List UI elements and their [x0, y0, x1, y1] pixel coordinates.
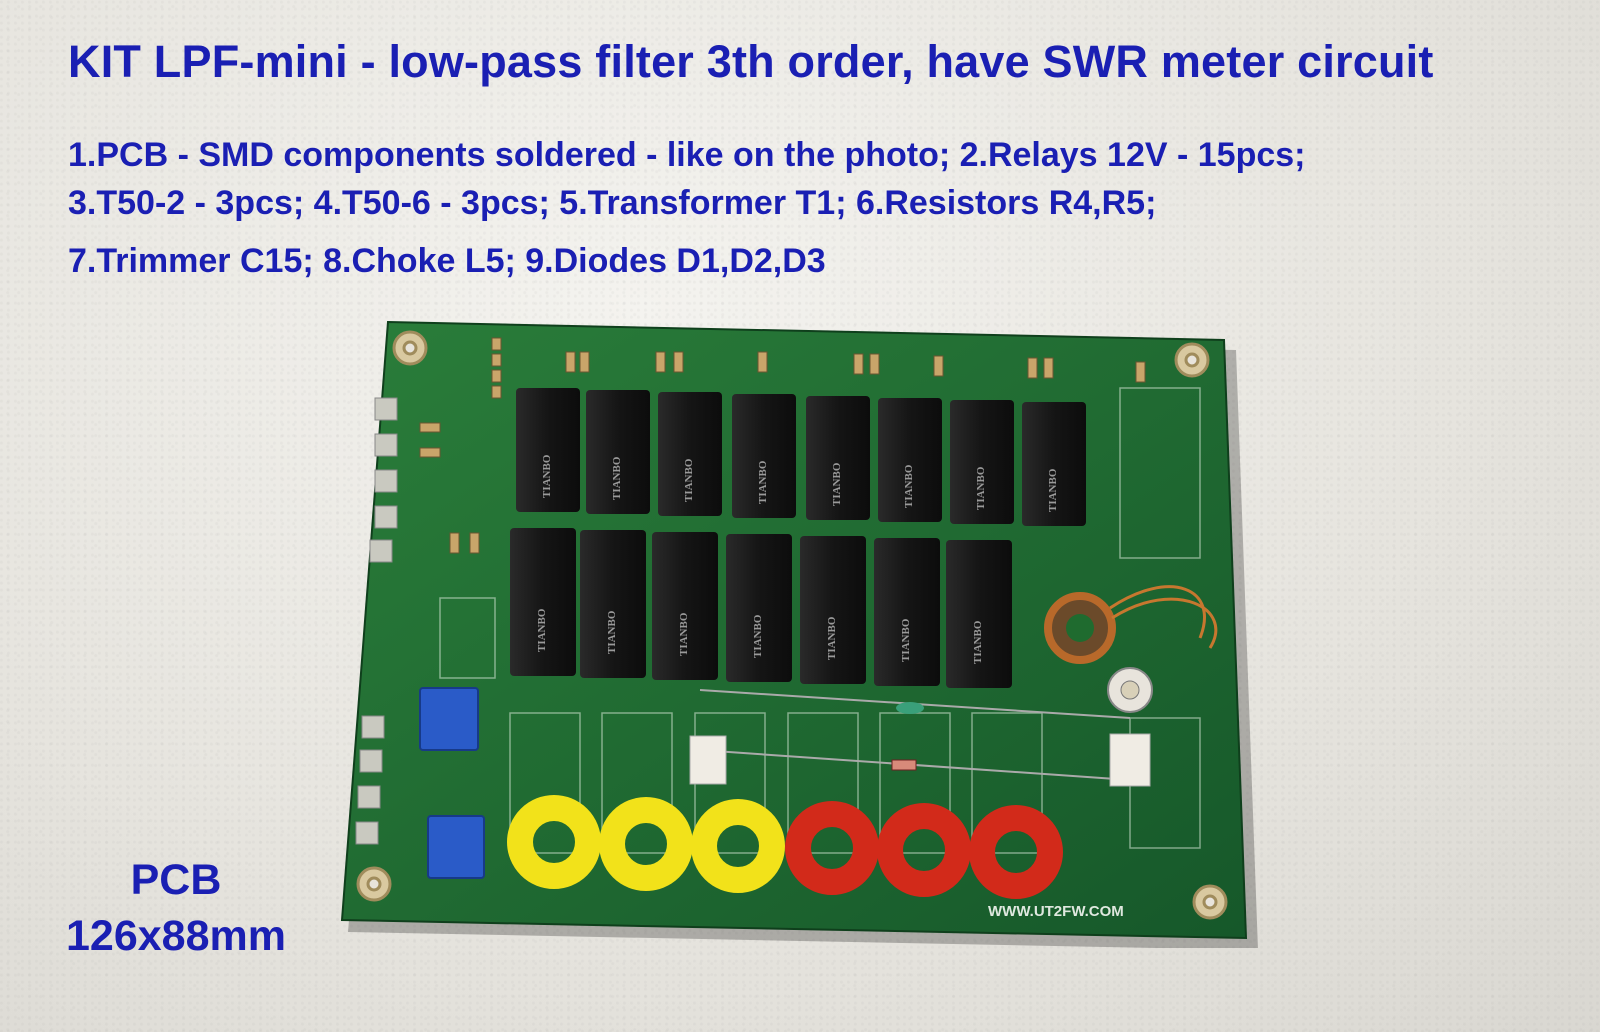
transformer-t1 — [1044, 585, 1218, 664]
toroid-t50-6 — [507, 795, 601, 889]
toroid-t50-2 — [785, 801, 879, 895]
relay-label: TIANBO — [678, 612, 690, 656]
trimmer-c15 — [1107, 667, 1153, 713]
kit-contents-line-3: 7.Trimmer C15; 8.Choke L5; 9.Diodes D1,D… — [68, 242, 826, 280]
mounting-holes — [356, 330, 1228, 920]
relay-label: TIANBO — [611, 456, 623, 500]
relay-row-top — [516, 388, 1086, 526]
relay-label: TIANBO — [757, 460, 769, 504]
page-title: KIT LPF-mini - low-pass filter 3th order… — [68, 36, 1434, 87]
relays: TIANBO TIANBO TIANBO TIANBO TIANBO TIANB… — [510, 388, 1086, 688]
relay-label: TIANBO — [975, 466, 987, 510]
pcb-photo: TIANBO TIANBO TIANBO TIANBO TIANBO TIANB… — [340, 320, 1258, 948]
relay-label: TIANBO — [536, 608, 548, 652]
relay-label: TIANBO — [752, 614, 764, 658]
relay-label: TIANBO — [903, 464, 915, 508]
relay-label: TIANBO — [900, 618, 912, 662]
toroid-t50-6 — [691, 799, 785, 893]
toroid-t50-2 — [877, 803, 971, 897]
toroid-t50-2 — [969, 805, 1063, 899]
kit-contents-line-2: 3.T50-2 - 3pcs; 4.T50-6 - 3pcs; 5.Transf… — [68, 184, 1157, 222]
relay-label: TIANBO — [831, 462, 843, 506]
relay-label: TIANBO — [826, 616, 838, 660]
trimmer-pots — [419, 687, 485, 879]
relay-label: TIANBO — [606, 610, 618, 654]
toroid-t50-6 — [599, 797, 693, 891]
pcb-size-label: PCB — [130, 856, 222, 904]
relay-label: TIANBO — [972, 620, 984, 664]
kit-contents-line-1: 1.PCB - SMD components soldered - like o… — [68, 136, 1306, 174]
relay-label: TIANBO — [683, 458, 695, 502]
relay-label: TIANBO — [1047, 468, 1059, 512]
relay-row-bottom — [510, 528, 1012, 688]
connector-pads — [355, 397, 398, 845]
pcb-size-caption: PCB 126x88mm — [56, 852, 296, 964]
board-website: WWW.UT2FW.COM — [988, 903, 1124, 920]
pcb-size-dimensions: 126x88mm — [66, 912, 286, 960]
diodes-resistors — [689, 689, 1151, 787]
toroids — [507, 795, 1063, 899]
relay-label: TIANBO — [541, 454, 553, 498]
